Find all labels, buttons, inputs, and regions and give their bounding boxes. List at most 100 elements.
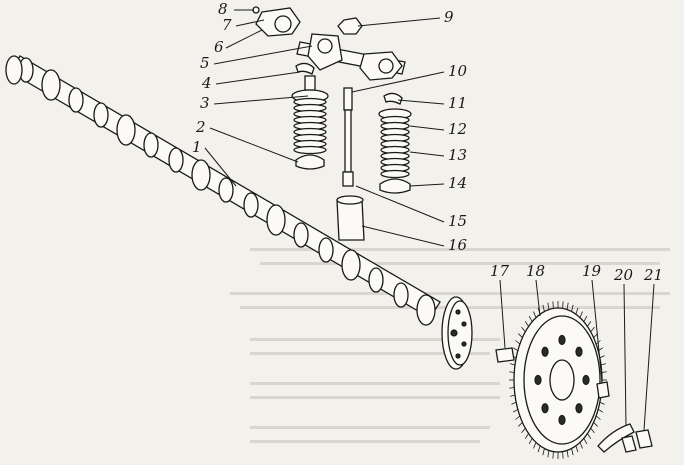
cam-lobe [243,192,259,218]
gear-tooth [595,415,601,420]
callout-15: 15 [448,212,467,230]
gear-tooth [528,438,533,445]
valve-spring-left [293,97,327,155]
callout-5: 5 [200,54,210,72]
callout-4: 4 [201,74,212,92]
gear-bolt-hole [582,374,590,386]
valve-group-left [291,62,329,170]
camshaft-flange-face [447,300,473,366]
tappet-top [336,195,364,205]
gear-tooth [571,448,574,456]
gear-tooth [597,408,603,413]
gear-tooth [593,422,598,427]
gear-tooth [562,301,564,309]
gear-tooth [513,347,519,352]
tappet [336,199,365,241]
dowel-pin [596,381,610,399]
callout-1: 1 [192,138,202,156]
gear-tooth [537,445,541,453]
gear-bolt-hole [558,334,566,346]
callout-2: 2 [195,118,206,136]
flange-bolt-hole [455,353,461,359]
valve-keeper-left [295,62,315,75]
callout-16: 16 [448,236,468,254]
gear-tooth [590,326,595,333]
gear-tooth [552,451,554,459]
gear-tooth [587,433,592,439]
cam-lobe [143,132,159,158]
gear-tooth [583,438,588,445]
gear-tooth [509,363,516,366]
spring-coil [380,169,410,179]
callout-10: 10 [448,62,468,80]
callout-11: 11 [448,94,467,112]
timing-gear-group [495,301,653,459]
gear-tooth [599,355,605,359]
gear-bolt-hole [558,414,566,426]
gear-tooth [524,321,529,327]
leader-lines [204,9,655,431]
cam-lobe [393,282,409,308]
gear-tooth [511,401,517,405]
gear-tooth [547,450,550,458]
cam-lobe [368,267,384,293]
gear-tooth [542,448,545,456]
gear-key [495,347,515,363]
gear-tooth [521,326,526,333]
pushrod-tip [343,87,353,111]
callout-9: 9 [444,8,454,26]
gear-tooth [524,433,529,439]
callout-3: 3 [200,94,210,112]
gear-tooth [518,333,523,338]
camshaft-journal [341,249,361,281]
camshaft-journal [41,69,61,101]
timing-gear-hub [549,359,575,401]
camshaft-front-end [5,55,23,85]
callout-20: 20 [613,266,634,284]
camshaft-journal [191,159,211,191]
gear-tooth [528,315,533,322]
pushrod-and-tappet [336,87,365,241]
timing-gear-holes [534,334,590,426]
callout-8: 8 [218,0,228,18]
valve-head-right [379,178,411,194]
callout-19: 19 [582,262,602,280]
valve-stem-cap-left [304,75,316,91]
gear-tooth [521,427,526,434]
callout-12: 12 [448,120,467,138]
gear-bolt-hole [541,346,549,357]
gear-tooth [509,394,516,397]
gear-tooth [533,311,537,318]
gear-tooth [513,408,519,413]
gear-tooth [515,415,521,420]
gear-tooth [571,304,574,312]
gear-bolt-hole [575,346,583,357]
valve-keeper-right [383,92,403,105]
callout-17: 17 [490,262,510,280]
gear-bolt [635,429,653,449]
rocker-assembly [252,6,406,81]
cam-lobe [218,177,234,203]
gear-tooth [575,445,579,453]
callout-18: 18 [526,262,545,280]
gear-tooth [509,371,515,373]
callout-14: 14 [448,174,467,192]
gear-tooth [547,302,550,310]
valve-spring-right [380,115,410,179]
cam-lobe [68,87,84,113]
rocker-support-bore [317,38,333,54]
valve-head-left [295,154,325,170]
gear-tooth [509,387,515,389]
gear-tooth [542,304,545,312]
gear-bolt-hole [575,403,583,414]
gear-tooth [601,371,607,373]
spring-coil [293,145,327,155]
gear-tooth [579,442,583,449]
flange-bolt-hole [461,341,467,347]
gear-tooth [533,442,537,449]
rocker-arm-left-bore [274,15,292,33]
callout-13: 13 [448,146,467,164]
gear-bolt-hole [534,374,542,386]
